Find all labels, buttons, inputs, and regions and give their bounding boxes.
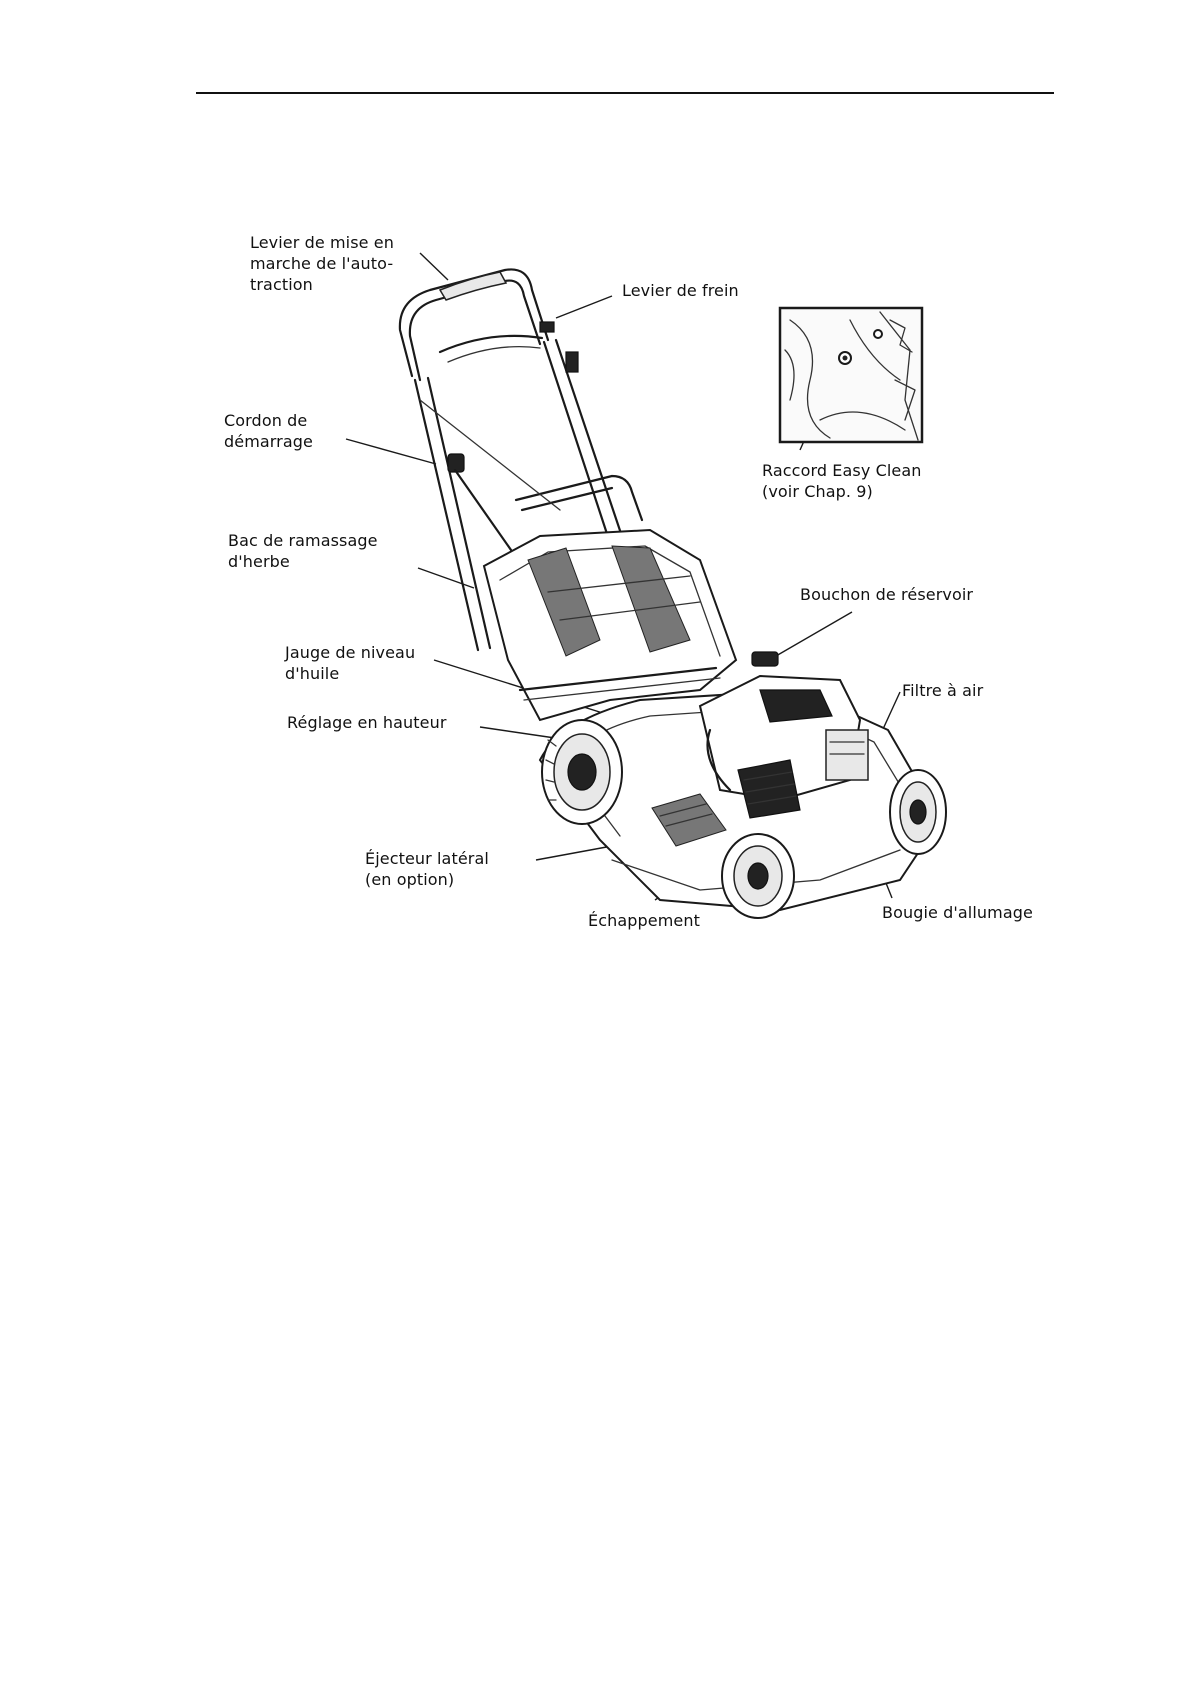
label-starter-cord: Cordon de démarrage xyxy=(224,410,313,452)
starter-handle xyxy=(448,454,464,472)
grass-bag xyxy=(484,530,736,720)
label-easy-clean: Raccord Easy Clean (voir Chap. 9) xyxy=(762,460,922,502)
fuel-cap xyxy=(752,652,778,666)
leader-brake xyxy=(556,296,612,318)
air-filter-box xyxy=(826,730,868,780)
leader-starter-cord xyxy=(346,439,436,464)
front-left-wheel xyxy=(722,834,794,918)
label-oil-gauge: Jauge de niveau d'huile xyxy=(285,642,415,684)
front-right-wheel xyxy=(890,770,946,854)
easy-clean-inset xyxy=(780,308,922,442)
label-exhaust: Échappement xyxy=(588,910,700,931)
label-grass-bag: Bac de ramassage d'herbe xyxy=(228,530,378,572)
leader-self-drive xyxy=(420,253,448,280)
leader-height-adjust xyxy=(480,727,555,738)
label-side-ejector: Éjecteur latéral (en option) xyxy=(365,848,489,890)
label-fuel-cap: Bouchon de réservoir xyxy=(800,584,973,605)
label-height-adjust: Réglage en hauteur xyxy=(287,712,447,733)
label-air-filter: Filtre à air xyxy=(902,680,983,701)
label-spark-plug: Bougie d'allumage xyxy=(882,902,1033,923)
leader-grass-bag xyxy=(418,568,474,588)
leader-side-ejector xyxy=(536,846,612,860)
exhaust-muffler xyxy=(738,760,800,818)
leader-fuel-cap xyxy=(776,612,852,656)
label-brake-lever: Levier de frein xyxy=(622,280,739,301)
rear-wheel xyxy=(542,720,622,824)
label-self-drive-lever: Levier de mise en marche de l'auto- trac… xyxy=(250,232,394,295)
